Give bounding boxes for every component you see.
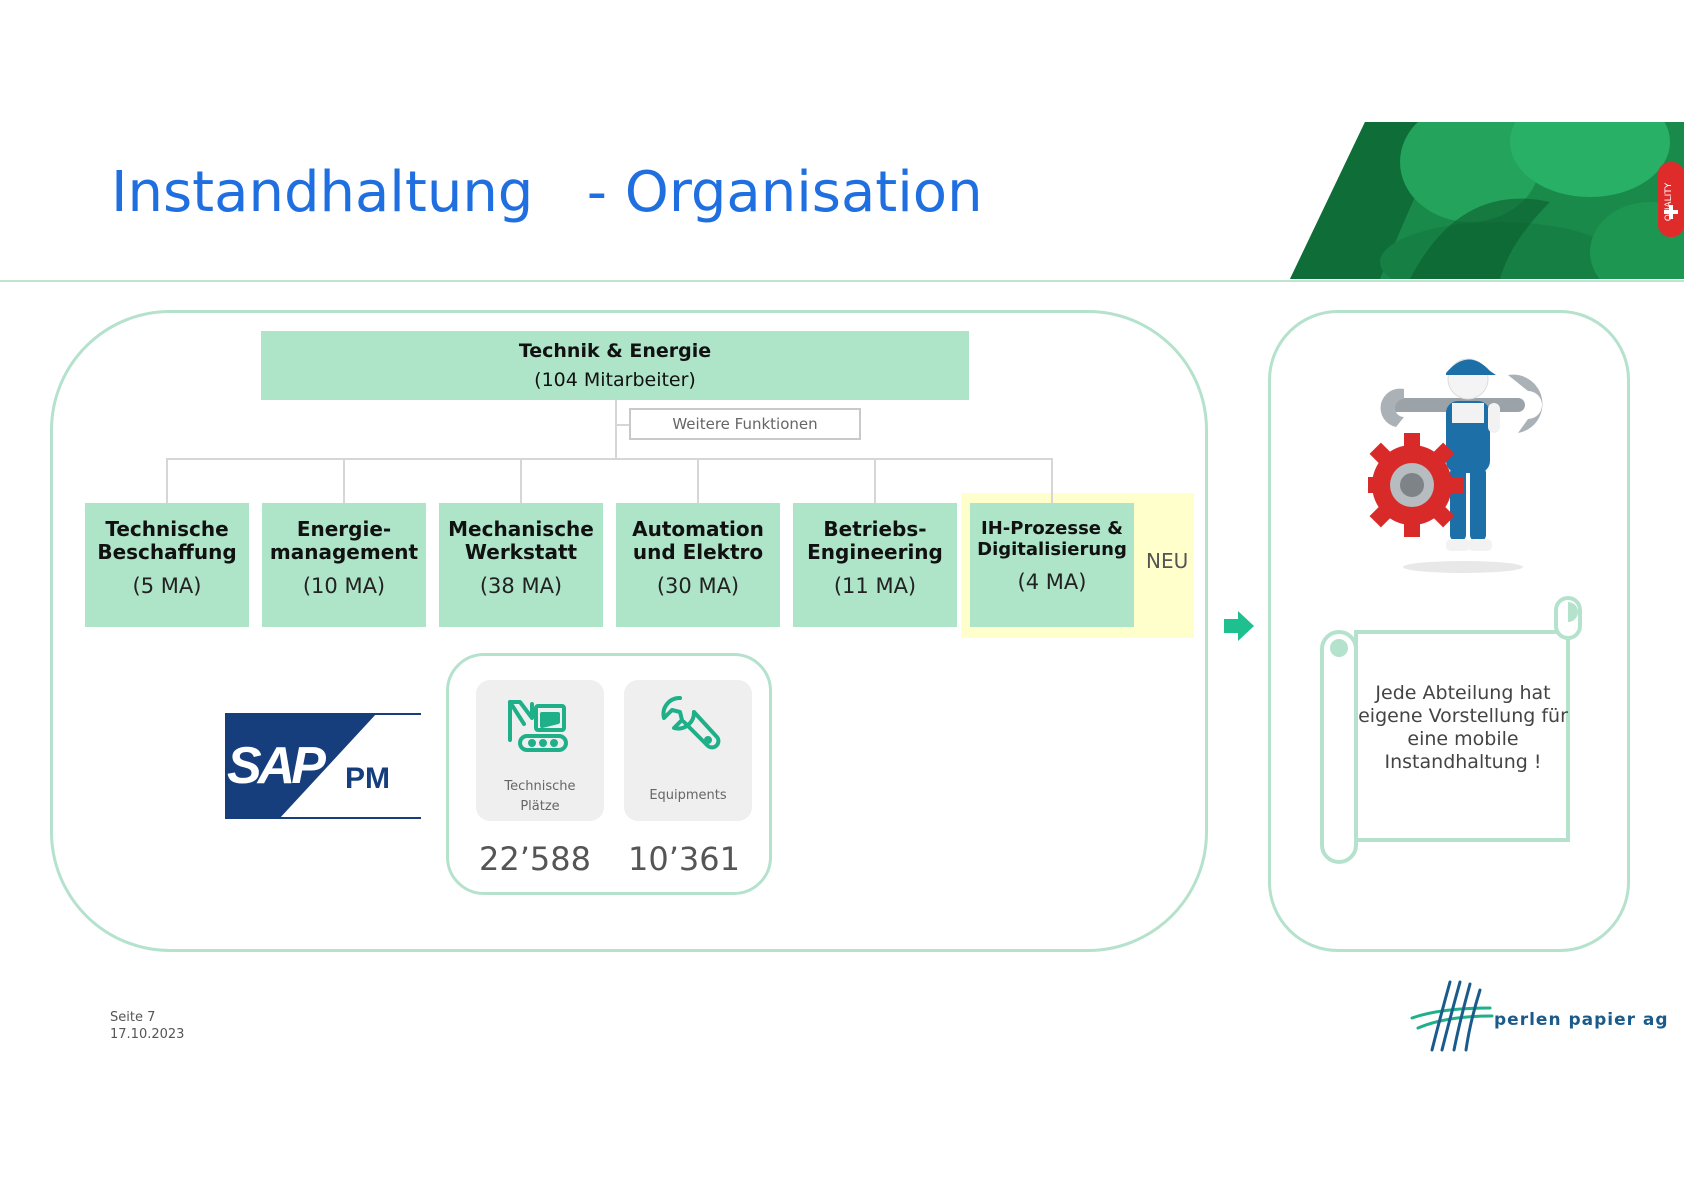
department-mechanische-werkstatt: Mechanische Werkstatt (38 MA) <box>439 503 603 627</box>
note-line: Instandhaltung ! <box>1384 751 1542 773</box>
department-count: (11 MA) <box>833 574 917 598</box>
department-name-line1: Automation <box>632 517 764 541</box>
department-name-line2: und Elektro <box>632 540 764 564</box>
department-count: (38 MA) <box>479 574 563 598</box>
stat-value-technische-plaetze: 22’588 <box>479 840 591 878</box>
department-name-line2: management <box>269 540 419 564</box>
department-automation-elektro: Automation und Elektro (30 MA) <box>616 503 780 627</box>
department-name-line1: Betriebs- <box>823 517 927 541</box>
department-name-line2: Werkstatt <box>464 540 578 564</box>
sap-module-text: PM <box>345 762 390 795</box>
header-decoration-image: QUALITY <box>1290 122 1684 279</box>
department-name-line1: Mechanische <box>448 517 594 541</box>
stat-label-line1: Equipments <box>649 788 727 803</box>
connector <box>874 458 876 503</box>
connector <box>166 458 168 503</box>
department-energie-management: Energie- management (10 MA) <box>262 503 426 627</box>
note-panel <box>1268 310 1630 952</box>
department-technische-beschaffung: Technische Beschaffung (5 MA) <box>85 503 249 627</box>
note-line: Jede Abteilung hat <box>1375 682 1551 704</box>
note-line: eigene Vorstellung für <box>1358 705 1568 727</box>
department-ih-prozesse-digitalisierung: IH-Prozesse & Digitalisierung (4 MA) <box>970 503 1134 627</box>
org-top-count: (104 Mitarbeiter) <box>534 368 696 391</box>
page-title: Instandhaltung - Organisation <box>111 160 983 225</box>
department-name-line1: Energie- <box>296 517 392 541</box>
org-top-box: Technik & Energie (104 Mitarbeiter) <box>261 331 969 400</box>
department-name-line2: Digitalisierung <box>977 539 1127 560</box>
stat-label-line1: Technische <box>504 779 576 794</box>
connector <box>615 400 617 460</box>
new-label: NEU <box>1146 549 1189 573</box>
stat-value-equipments: 10’361 <box>628 840 740 878</box>
note-line: eine mobile <box>1407 728 1519 750</box>
connector <box>1051 458 1053 503</box>
connector <box>697 458 699 503</box>
mechanic-illustration <box>1360 345 1553 575</box>
department-betriebs-engineering: Betriebs- Engineering (11 MA) <box>793 503 957 627</box>
organisation-panel <box>50 310 1208 952</box>
connector <box>615 424 629 426</box>
sap-logo-text: SAP <box>227 737 326 795</box>
page-number: Seite 7 <box>110 1010 156 1025</box>
note-text: Jede Abteilung hat eigene Vorstellung fü… <box>1358 682 1568 774</box>
connector <box>343 458 345 503</box>
wrench-icon <box>658 694 722 762</box>
department-name-line1: IH-Prozesse & <box>981 518 1123 539</box>
slide-date: 17.10.2023 <box>110 1027 185 1042</box>
department-name-line2: Beschaffung <box>97 540 237 564</box>
department-count: (5 MA) <box>132 574 202 598</box>
stat-label-line2: Plätze <box>520 799 560 814</box>
perlen-papier-logo <box>1410 978 1660 1053</box>
department-count: (4 MA) <box>1017 570 1087 594</box>
department-name-line1: Technische <box>105 517 229 541</box>
department-name-line2: Engineering <box>807 540 943 564</box>
department-count: (10 MA) <box>302 574 386 598</box>
sap-pm-logo: SAP PM <box>225 713 421 819</box>
stat-tile-equipments: Equipments <box>624 680 752 821</box>
stat-tile-technische-plaetze: Technische Plätze <box>476 680 604 821</box>
connector <box>166 458 1052 460</box>
note-scroll <box>1318 590 1592 880</box>
arrow-right-icon <box>1222 609 1256 647</box>
weitere-funktionen-box: Weitere Funktionen <box>629 408 861 440</box>
org-top-name: Technik & Energie <box>518 339 712 362</box>
connector <box>520 458 522 503</box>
stats-panel <box>446 653 772 895</box>
quality-badge: QUALITY <box>1664 182 1674 221</box>
brand-name: perlen papier ag <box>1494 1010 1669 1030</box>
department-count: (30 MA) <box>656 574 740 598</box>
header-divider <box>0 280 1684 282</box>
footer: Seite 7 17.10.2023 <box>110 1009 184 1043</box>
excavator-icon <box>506 696 572 760</box>
